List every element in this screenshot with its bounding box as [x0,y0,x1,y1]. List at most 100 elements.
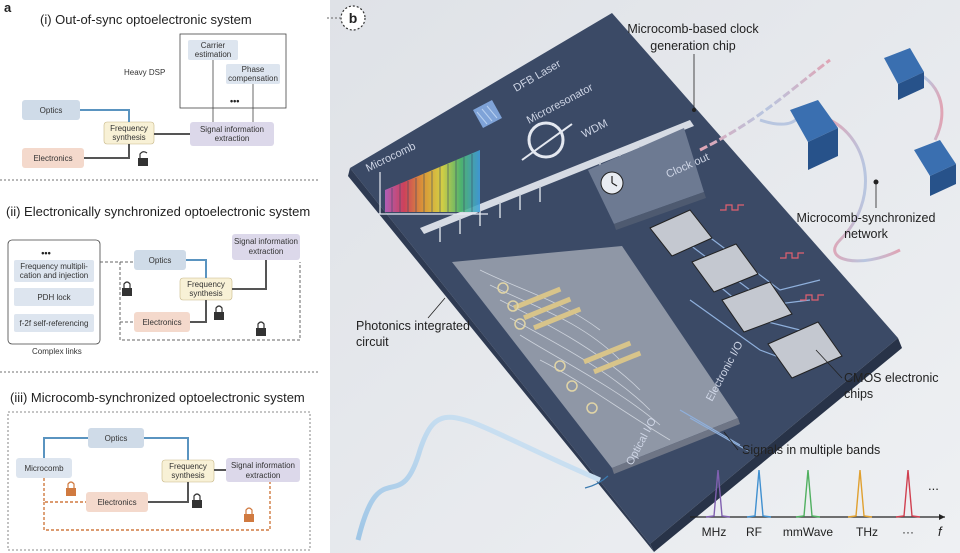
panel-b-letter: b [349,10,358,26]
sec3-electronics-freq-link [148,482,189,503]
sec2-signal-line1: Signal information [234,237,298,246]
pic-label-line2: circuit [356,335,389,349]
panel-a-letter: a [4,0,12,15]
cmos-chips [649,209,843,379]
pic-chip-edge [612,418,740,474]
pic-label-line1: Photonics integrated [356,319,470,333]
sec2-signal-line2: extraction [249,247,284,256]
sec2-fm-line1: Frequency multipli- [20,262,88,271]
sec3-optics: Optics [105,434,128,443]
sec1-phase-line1: Phase [242,65,265,74]
clock-chip-leader-dot [692,108,696,112]
sec2-title: (ii) Electronically synchronized optoele… [6,204,310,219]
band-more: ··· [902,525,914,539]
input-fiber [355,414,601,541]
sec3-comb-electronics-link [43,478,86,503]
sec2-f2f: f-2f self-referencing [20,319,89,328]
sec2-fm-line2: cation and injection [20,271,89,280]
dfb-laser-chip [473,100,502,128]
sec3-lock-icon-2 [192,493,202,508]
pic-heaters [513,286,642,375]
sec2-optics-link [186,259,207,278]
network-node-3 [914,140,956,196]
sec1-carrier-box [188,40,238,60]
sec2-electronics: Electronics [142,318,181,327]
band-mmwave: mmWave [783,525,834,539]
cmos-label-line2: chips [844,387,873,401]
sec3-freq-line2: synthesis [171,471,204,480]
clock-chip-label-line1: Microcomb-based clock [627,22,759,36]
sec1-optics-link [80,109,130,122]
pic-leader [427,297,446,319]
sec1-signal-box [190,122,274,146]
sec3-signal-line1: Signal information [231,461,295,470]
sec1-dsp-frame [179,33,287,109]
sec2-lock-icon-1 [122,281,132,296]
microresonator-ring [527,121,565,159]
sec3-electronics: Electronics [97,498,136,507]
band-mhz: MHz [702,525,727,539]
bus-waveguide [521,123,573,161]
sec3-optics-freq-link [144,437,189,460]
sec2-signal-link [232,260,267,290]
sec2-dashed-link-1 [100,261,134,323]
sec2-freq-line1: Frequency [187,280,225,289]
clock-waveforms [720,204,824,301]
clock-hand-minute [611,182,618,187]
dfb-laser-stripes [476,105,498,125]
sec2-lock-icon-3 [256,321,266,336]
sec1-freq-line2: synthesis [112,133,145,142]
waveguide-bus [420,120,694,234]
signals-leader [723,431,739,451]
sec3-signal-line2: extraction [246,471,281,480]
sec3-microcomb-optics-link [43,437,88,458]
sec1-phase-box [226,64,280,84]
sec3-signal-box [226,458,300,482]
sec1-carrier-line1: Carrier [201,41,226,50]
network-node-2 [790,100,838,170]
sec2-pdh-box [14,288,94,306]
sec3-lock-icon-3 [244,507,254,522]
sec1-title: (i) Out-of-sync optoelectronic system [40,12,252,27]
network-label-line1: Microcomb-synchronized [797,211,936,225]
sec3-comb-signal-link [43,482,271,531]
band-rf: RF [746,525,762,539]
microcomb-lines [391,154,473,212]
pic-rings [497,282,598,414]
sec2-optics-box [134,250,186,270]
sec2-complex-links: Complex links [32,347,82,356]
sec2-signal-box [232,234,300,260]
band-thz: THz [856,525,878,539]
sec1-phase-line2: compensation [228,74,278,83]
clock-chip-label-line2: generation chip [650,39,736,53]
sec1-dots: ••• [230,96,239,106]
sec3-lock-icon-1 [66,481,76,496]
sec3-optics-box [88,428,144,448]
sec2-electronics-box [134,312,190,332]
network-node-1 [884,48,924,100]
signals-label: Signals in multiple bands [742,443,880,457]
sec2-fm-box [14,260,94,282]
sec1-signal-line1: Signal information [200,125,264,134]
spectrum-axis-arrow [939,514,945,520]
sec2-optics: Optics [149,256,172,265]
sec2-dots: ••• [41,248,50,258]
sec1-electronics-link [84,144,130,159]
sec3-microcomb-box [16,458,72,478]
sec1-electronics-box [22,148,84,168]
sec3-freq-line1: Frequency [169,462,207,471]
spectrum-ellipsis: ... [928,478,939,493]
board-edge-left [348,168,654,552]
network-dot [873,179,879,185]
cmos-label-line1: CMOS electronic [844,371,938,385]
sec3-title: (iii) Microcomb-synchronized optoelectro… [10,390,305,405]
sec2-f2f-box [14,314,94,332]
input-arrow [584,475,609,489]
sec2-dashed-link-3 [119,262,301,341]
clock-chip [588,128,704,224]
frequency-axis-label: f [938,524,943,539]
board-edge [650,338,902,552]
sec1-signal-line2: extraction [215,134,250,143]
cmos-leader [815,349,843,379]
sec3-electronics-box [86,492,148,512]
